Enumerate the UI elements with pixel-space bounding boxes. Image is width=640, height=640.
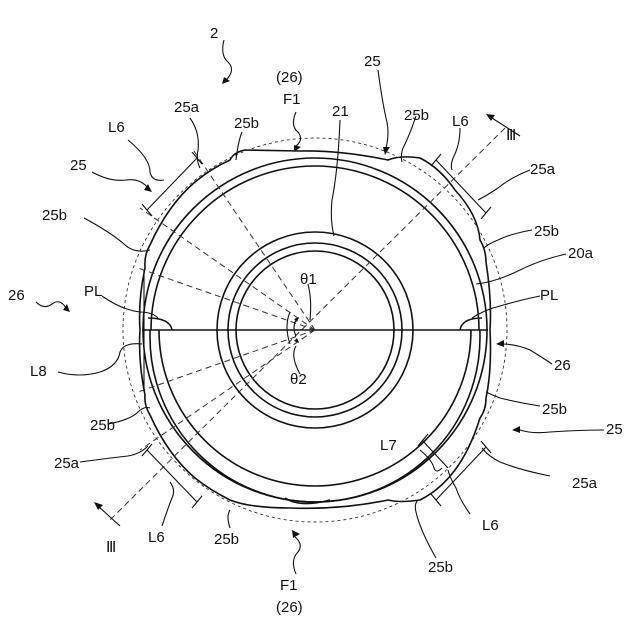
angle-arcs <box>287 312 299 344</box>
label-25b-right-lower: 25b <box>542 401 567 418</box>
label-25a-left-lower: 25a <box>54 455 80 472</box>
label-26-bottom: (26) <box>276 599 303 616</box>
label-26-right: 26 <box>554 357 571 374</box>
label-25a-bottom-right: 25a <box>572 475 598 492</box>
label-l6-bottom-right: L6 <box>482 517 499 534</box>
label-21: 21 <box>332 103 349 120</box>
label-pl-left: PL <box>84 283 102 300</box>
label-25-top: 25 <box>364 53 381 70</box>
label-25b-top: 25b <box>234 115 259 132</box>
label-20a: 20a <box>568 245 594 262</box>
bottom-bump <box>285 498 330 504</box>
label-26-top: (26) <box>276 69 303 86</box>
label-assembly-2: 2 <box>210 25 218 42</box>
label-25b-left-lower: 25b <box>90 417 115 434</box>
label-f1-top: F1 <box>283 91 301 108</box>
label-theta2: θ2 <box>290 371 307 388</box>
label-pl-right: PL <box>540 287 558 304</box>
label-25b-bottom-right: 25b <box>428 559 453 576</box>
label-25-right: 25 <box>606 421 623 438</box>
label-25b-bottom: 25b <box>214 531 239 548</box>
parting-line <box>142 318 488 330</box>
label-25b-top-right: 25b <box>404 107 429 124</box>
label-theta1: θ1 <box>300 271 317 288</box>
label-25-left: 25 <box>70 157 87 174</box>
lower-half-rings <box>150 172 480 502</box>
label-section-top: Ⅲ <box>506 127 516 144</box>
labels: 2 (26) F1 25 21 25a 25b 25b L6 Ⅲ L6 25 2… <box>8 25 623 616</box>
label-l8: L8 <box>30 363 47 380</box>
label-l6-bottom-left: L6 <box>148 529 165 546</box>
label-l6-top-right: L6 <box>452 113 469 130</box>
label-f1-bottom: F1 <box>280 577 298 594</box>
label-25b-right-upper: 25b <box>534 223 559 240</box>
label-l7: L7 <box>380 437 397 454</box>
label-26-left: 26 <box>8 287 25 304</box>
label-25a-top: 25a <box>174 99 200 116</box>
label-section-bottom: Ⅲ <box>106 539 116 556</box>
label-l6-top-left: L6 <box>108 119 125 136</box>
label-25a-right: 25a <box>530 161 556 178</box>
label-25b-left-upper: 25b <box>42 207 67 224</box>
